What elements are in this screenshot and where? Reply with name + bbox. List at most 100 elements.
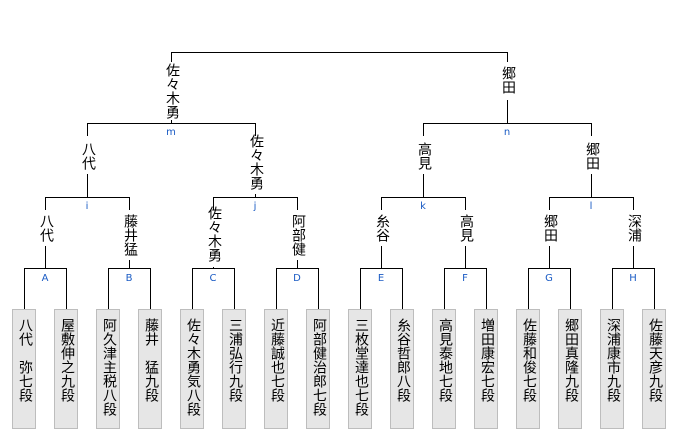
bracket-line bbox=[633, 246, 634, 268]
bracket-line bbox=[423, 123, 424, 136]
match-winner: 郷田 bbox=[542, 214, 558, 242]
match-winner: 高見 bbox=[416, 142, 432, 170]
player-box: 三浦弘行九段 bbox=[222, 309, 246, 429]
match-label: j bbox=[253, 201, 257, 212]
bracket-line bbox=[213, 197, 297, 198]
bracket-line bbox=[297, 197, 298, 210]
player-box: 郷田真隆九段 bbox=[558, 309, 582, 429]
player-name: 屋敷伸之九段 bbox=[59, 318, 75, 402]
match-label: H bbox=[629, 273, 637, 284]
bracket-line bbox=[45, 246, 46, 268]
player-box: 佐藤天彦九段 bbox=[642, 309, 666, 429]
player-name: 郷田真隆九段 bbox=[563, 318, 579, 402]
player-box: 高見泰地七段 bbox=[432, 309, 456, 429]
match-winner: 阿部健 bbox=[290, 214, 306, 256]
bracket-line bbox=[297, 260, 298, 268]
bracket-line bbox=[549, 246, 550, 268]
bracket-line bbox=[360, 268, 361, 309]
player-box: 阿久津主税八段 bbox=[96, 309, 120, 429]
bracket-line bbox=[24, 268, 25, 309]
match-label: A bbox=[41, 273, 49, 284]
bracket-line bbox=[423, 174, 424, 197]
bracket-line bbox=[528, 268, 570, 269]
match-winner: 佐々木勇 bbox=[248, 134, 264, 190]
match-winner: 高見 bbox=[458, 214, 474, 242]
bracket-line bbox=[465, 246, 466, 268]
bracket-line bbox=[612, 268, 654, 269]
bracket-line bbox=[549, 197, 550, 210]
player-box: 近藤誠也七段 bbox=[264, 309, 288, 429]
bracket-line bbox=[171, 52, 507, 53]
player-name: 佐藤和俊七段 bbox=[521, 318, 537, 402]
bracket-line bbox=[276, 268, 277, 309]
match-label: k bbox=[420, 201, 426, 212]
bracket-line bbox=[87, 123, 88, 136]
bracket-line bbox=[129, 197, 130, 210]
player-box: 屋敷伸之九段 bbox=[54, 309, 78, 429]
bracket-line bbox=[549, 197, 633, 198]
bracket-line bbox=[423, 123, 591, 124]
player-name: 阿久津主税八段 bbox=[101, 318, 117, 416]
bracket-line bbox=[24, 268, 66, 269]
player-name: 深浦康市九段 bbox=[605, 318, 621, 402]
player-box: 佐々木勇気八段 bbox=[180, 309, 204, 429]
bracket-line bbox=[402, 268, 403, 309]
player-box: 阿部健治郎七段 bbox=[306, 309, 330, 429]
bracket-line bbox=[45, 197, 129, 198]
bracket-line bbox=[528, 268, 529, 309]
bracket-line bbox=[276, 268, 318, 269]
bracket-line bbox=[171, 52, 172, 62]
bracket-line bbox=[66, 268, 67, 309]
bracket-line bbox=[381, 197, 382, 210]
match-winner: 八代 bbox=[38, 214, 54, 242]
player-box: 増田康宏七段 bbox=[474, 309, 498, 429]
bracket-line bbox=[150, 268, 151, 309]
match-label: C bbox=[209, 273, 217, 284]
bracket-line bbox=[108, 268, 109, 309]
bracket-line bbox=[213, 267, 214, 268]
bracket-line bbox=[465, 197, 466, 210]
player-name: 増田康宏七段 bbox=[479, 318, 495, 402]
match-winner: 深浦 bbox=[626, 214, 642, 242]
bracket-line bbox=[444, 268, 486, 269]
match-label: E bbox=[377, 273, 385, 284]
player-name: 藤井 猛九段 bbox=[143, 318, 159, 402]
bracket-line bbox=[129, 260, 130, 268]
match-winner: 佐々木勇 bbox=[206, 206, 222, 262]
player-box: 三枚堂達也七段 bbox=[348, 309, 372, 429]
bracket-line bbox=[654, 268, 655, 309]
match-label: i bbox=[85, 201, 89, 212]
player-name: 佐藤天彦九段 bbox=[647, 318, 663, 402]
match-label: F bbox=[462, 273, 468, 284]
bracket-line bbox=[381, 246, 382, 268]
match-winner: 八代 bbox=[80, 142, 96, 170]
player-name: 三浦弘行九段 bbox=[227, 318, 243, 402]
bracket-line bbox=[381, 197, 465, 198]
bracket-line bbox=[507, 52, 508, 62]
player-name: 高見泰地七段 bbox=[437, 318, 453, 402]
player-box: 深浦康市九段 bbox=[600, 309, 624, 429]
match-winner: 佐々木勇 bbox=[164, 63, 180, 119]
bracket-line bbox=[318, 268, 319, 309]
bracket-line bbox=[108, 268, 150, 269]
player-box: 八代 弥七段 bbox=[12, 309, 36, 429]
match-label: G bbox=[545, 273, 553, 284]
bracket-line bbox=[87, 174, 88, 197]
bracket-line bbox=[213, 197, 214, 210]
bracket-line bbox=[171, 120, 172, 123]
match-label: m bbox=[166, 127, 176, 138]
bracket-line bbox=[87, 123, 255, 124]
bracket-line bbox=[507, 100, 508, 123]
bracket-line bbox=[360, 268, 402, 269]
player-box: 糸谷哲郎八段 bbox=[390, 309, 414, 429]
bracket-line bbox=[444, 268, 445, 309]
player-box: 藤井 猛九段 bbox=[138, 309, 162, 429]
match-label: B bbox=[125, 273, 133, 284]
bracket-line bbox=[633, 197, 634, 210]
bracket-line bbox=[486, 268, 487, 309]
bracket-line bbox=[234, 268, 235, 309]
bracket-line bbox=[591, 123, 592, 136]
bracket-line bbox=[45, 197, 46, 210]
match-label: D bbox=[293, 273, 301, 284]
